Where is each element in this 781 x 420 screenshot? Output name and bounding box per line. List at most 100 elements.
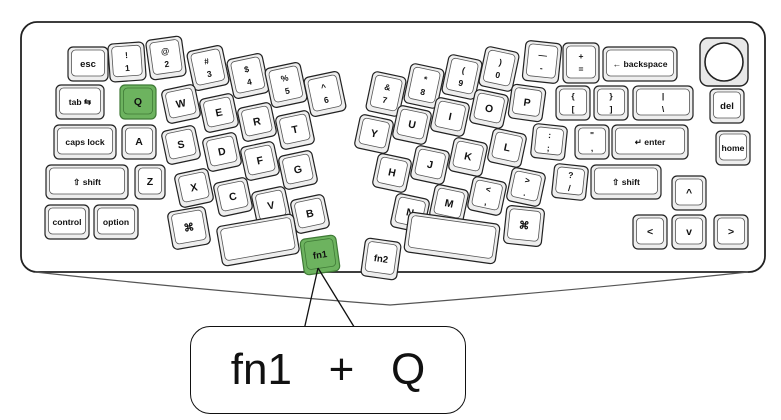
key-up: ^	[671, 175, 707, 211]
key-quote-shift-legend: "	[590, 130, 594, 140]
key-minus-face	[526, 43, 559, 79]
key-space-right-face	[407, 215, 497, 259]
key-control-label: control	[52, 217, 81, 227]
key-slash-legend: /	[568, 183, 572, 193]
key-left-face	[636, 217, 664, 245]
callout-fn-key: fn1	[230, 345, 292, 394]
key-lbracket: {[	[555, 85, 591, 121]
key-lshift: ⇧ shift	[45, 164, 129, 200]
key-q: Q	[119, 84, 157, 120]
key-cmd-left-face	[171, 209, 207, 245]
key-o-label: O	[484, 102, 494, 115]
key-comma-face	[471, 179, 503, 211]
key-lbracket-face	[559, 88, 587, 116]
key-c-label: C	[228, 190, 238, 203]
key-8-face	[408, 66, 441, 104]
key-n-label: N	[405, 206, 415, 219]
key-quote-face	[578, 127, 606, 155]
key-k-face	[452, 140, 484, 172]
key-backslash-shift-legend: |	[662, 91, 664, 101]
key-backslash-face	[636, 88, 690, 116]
key-space-right	[403, 211, 501, 265]
key-space-left-face	[220, 217, 296, 261]
key-8-legend: 8	[419, 86, 426, 97]
key-e-face	[203, 96, 235, 128]
key-equal-legend: =	[579, 64, 584, 74]
key-l-label: L	[503, 141, 512, 154]
key-right-label: >	[728, 226, 734, 238]
key-u-label: U	[407, 118, 417, 131]
key-right: >	[713, 214, 749, 250]
key-o: O	[469, 89, 509, 129]
key-z: Z	[134, 164, 166, 200]
key-i-label: I	[447, 111, 452, 123]
key-capslock-face	[57, 127, 113, 155]
key-fn2: fn2	[360, 237, 402, 281]
key-space-left	[216, 213, 300, 267]
key-h-label: H	[387, 166, 397, 179]
key-w-face	[165, 87, 197, 119]
key-9-face	[446, 57, 479, 95]
key-u-face	[396, 108, 428, 140]
key-t-label: T	[291, 123, 300, 136]
key-7: &7	[365, 71, 407, 117]
key-option-face	[97, 207, 135, 235]
key-0-shift-legend: )	[498, 57, 503, 67]
key-a-face	[125, 127, 153, 155]
key-right-face	[717, 217, 745, 245]
key-rbracket-face	[597, 88, 625, 116]
key-p: P	[507, 83, 547, 123]
key-fn2-face	[364, 241, 398, 275]
key-cmd-right-label: ⌘	[518, 219, 530, 232]
key-m-face	[433, 187, 465, 219]
key-f-face	[244, 144, 276, 176]
key-cmd-left-label: ⌘	[183, 221, 195, 235]
key-quote: ",	[574, 124, 610, 160]
key-down-face	[675, 217, 703, 245]
key-x: X	[174, 168, 214, 208]
key-r-face	[241, 105, 273, 137]
key-r-label: R	[252, 115, 262, 128]
callout-letter-key: Q	[391, 345, 426, 394]
key-capslock-label: caps lock	[65, 137, 104, 147]
key-w: W	[161, 84, 201, 124]
key-minus-shift-legend: —	[538, 50, 548, 61]
key-1-legend: 1	[125, 63, 131, 73]
key-6-face	[307, 74, 342, 112]
key-tab-label: tab ⇆	[69, 97, 92, 107]
key-semicolon-legend: ;	[546, 143, 550, 153]
key-control-face	[48, 207, 86, 235]
rotary-knob-icon	[699, 37, 749, 87]
key-4: $4	[226, 53, 270, 99]
key-q-face	[123, 87, 153, 115]
key-equal: +=	[562, 42, 600, 84]
key-e-label: E	[214, 106, 223, 119]
key-del-label: del	[720, 101, 734, 112]
key-p-face	[512, 87, 543, 117]
key-3-shift-legend: #	[203, 56, 210, 67]
key-esc-label: esc	[80, 59, 96, 70]
key-0-legend: 0	[494, 69, 501, 80]
shortcut-callout: fn1 + Q	[190, 326, 466, 414]
key-1-shift-legend: !	[125, 50, 129, 60]
key-tab: tab ⇆	[55, 84, 105, 120]
key-z-face	[138, 167, 162, 195]
key-quote-legend: ,	[591, 143, 593, 153]
key-5-legend: 5	[284, 85, 291, 96]
callout-pointer	[303, 267, 357, 331]
key-g-face	[282, 153, 314, 185]
key-d-face	[206, 135, 238, 167]
key-v-label: V	[266, 199, 275, 212]
key-comma: <,	[467, 176, 507, 216]
key-x-label: X	[189, 181, 198, 194]
key-backslash: |\	[632, 85, 694, 121]
key-fn1-label: fn1	[312, 249, 328, 262]
key-minus-legend: -	[539, 63, 543, 73]
key-minus: —-	[521, 40, 563, 84]
key-3-face	[190, 48, 225, 86]
key-control: control	[44, 204, 90, 240]
key-slash-shift-legend: ?	[568, 170, 574, 180]
key-3: #3	[186, 45, 230, 91]
key-home-label: home	[722, 143, 745, 153]
